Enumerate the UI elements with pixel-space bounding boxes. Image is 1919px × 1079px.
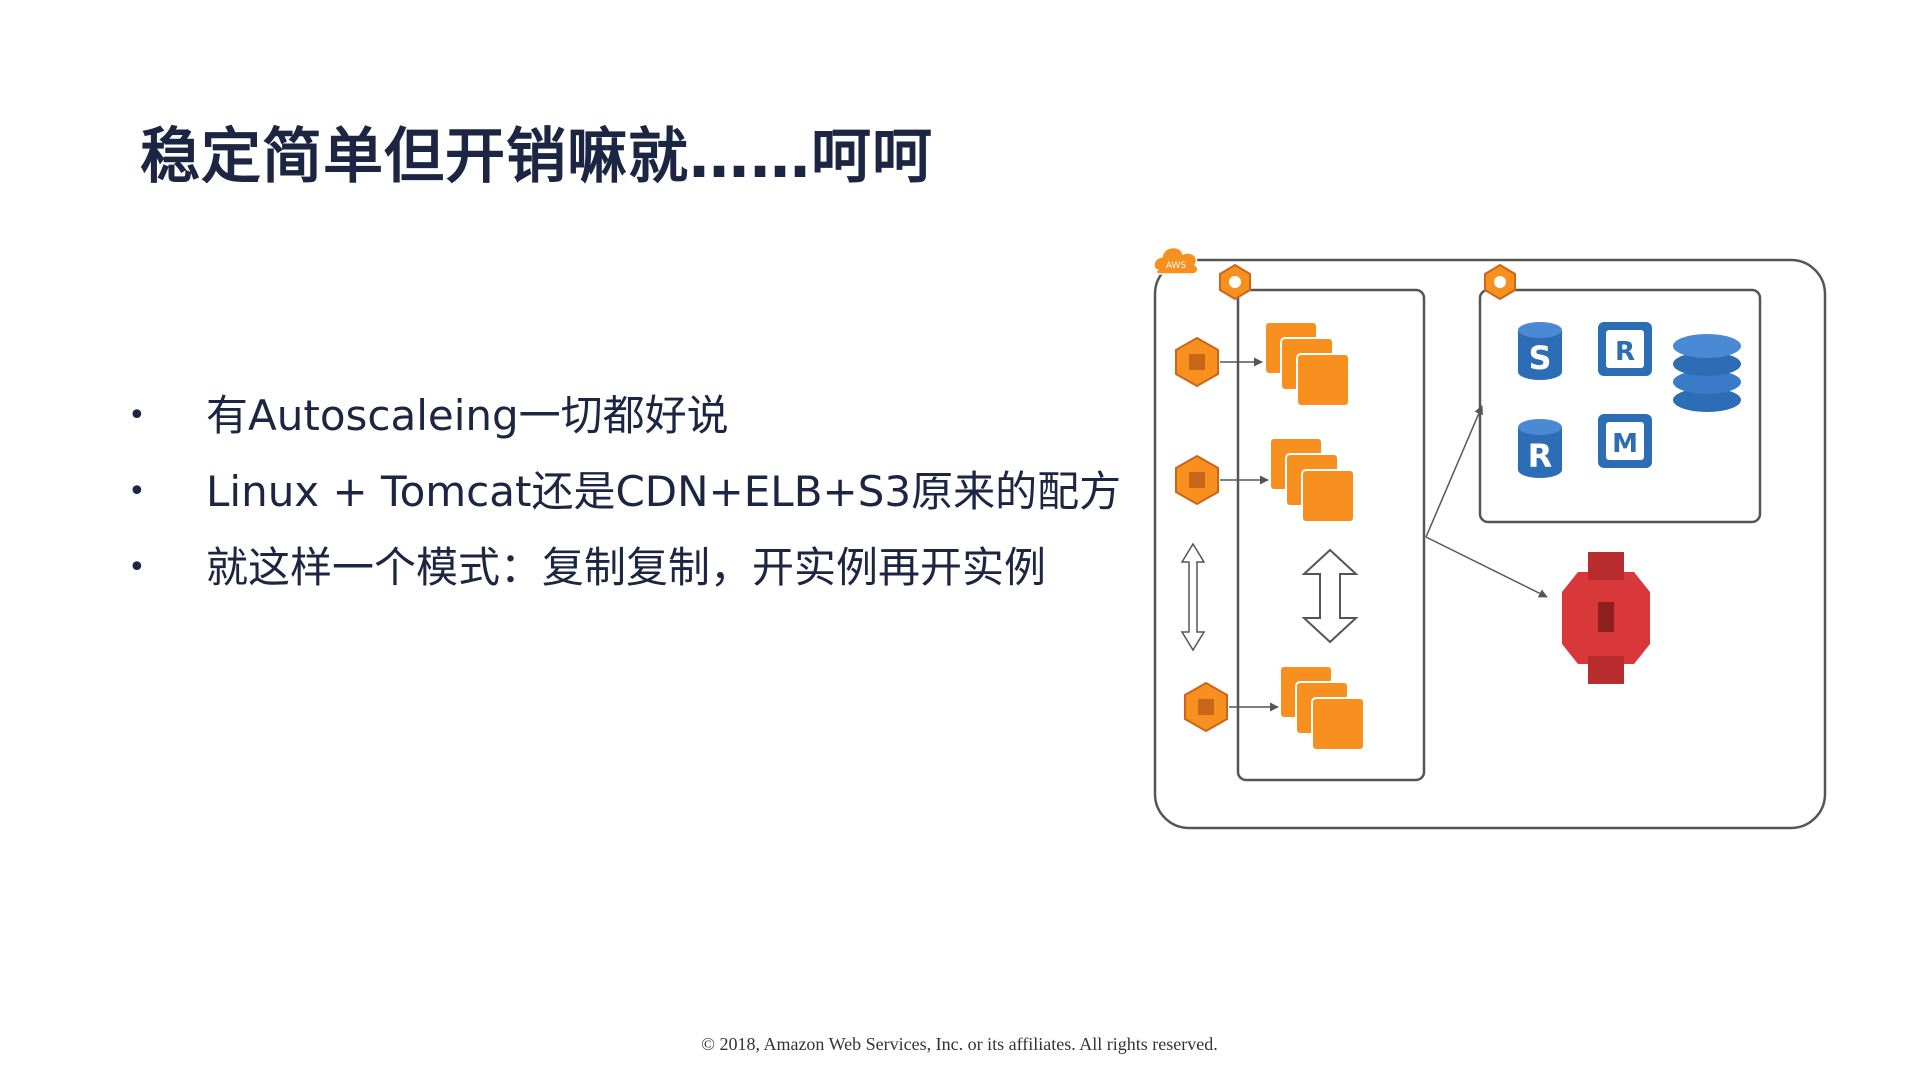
copyright-footer: © 2018, Amazon Web Services, Inc. or its…: [701, 1034, 1218, 1054]
web-tier-frame: [1236, 288, 1426, 782]
auto-scaling-icon: [1484, 263, 1516, 301]
scale-arrow-icon: [1180, 542, 1206, 652]
rds-instance-chip-icon: M: [1598, 414, 1652, 468]
load-balancer-icon: [1175, 336, 1219, 388]
bullet-text: Linux + Tomcat还是CDN+ELB+S3原来的配方: [206, 467, 1122, 516]
aws-cloud-icon: AWS: [1153, 246, 1199, 275]
ec2-instance-stack-icon: [1264, 321, 1350, 407]
architecture-diagram: AWS: [1153, 246, 1827, 830]
bullet-dot: •: [128, 474, 146, 509]
load-balancer-icon: [1175, 454, 1219, 506]
chip-label: R: [1615, 337, 1635, 367]
chip-label: M: [1612, 429, 1638, 459]
bullet-text: 有Autoscaleing一切都好说: [206, 391, 729, 440]
scale-arrow-icon: [1301, 548, 1359, 644]
db-label: R: [1528, 437, 1553, 475]
s3-bucket-icon: [1562, 552, 1650, 684]
bullet-dot: •: [128, 398, 146, 433]
ec2-instance-stack-icon: [1279, 665, 1365, 751]
bullet-dot: •: [128, 550, 146, 585]
ec2-instance-stack-icon: [1269, 437, 1355, 523]
dynamodb-icon: [1673, 334, 1741, 412]
rds-database-icon: S: [1518, 322, 1562, 380]
slide-title: 稳定简单但开销嘛就……呵呵: [140, 122, 933, 192]
db-label: S: [1528, 339, 1551, 377]
auto-scaling-icon: [1219, 263, 1251, 301]
rds-instance-chip-icon: R: [1598, 322, 1652, 376]
bullet-text: 就这样一个模式：复制复制，开实例再开实例: [206, 543, 1047, 592]
aws-cloud-frame: [1153, 258, 1827, 830]
rds-replica-icon: R: [1518, 419, 1562, 478]
aws-cloud-label: AWS: [1166, 261, 1187, 271]
load-balancer-icon: [1184, 681, 1228, 733]
